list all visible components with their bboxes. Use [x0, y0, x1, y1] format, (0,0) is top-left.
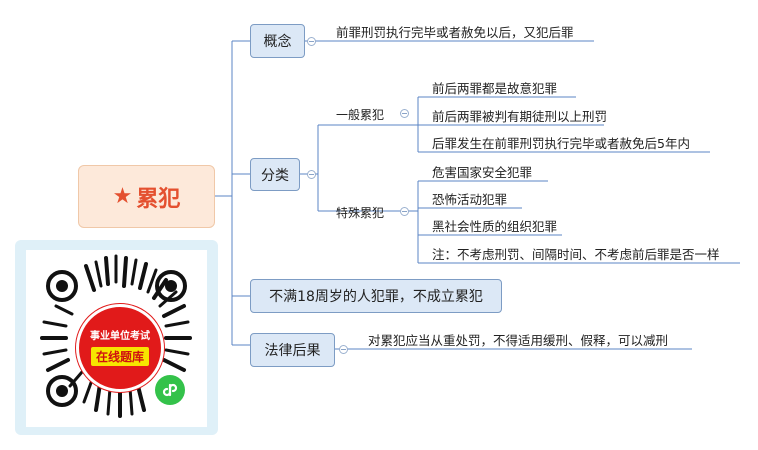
special-item-note: 注：不考虑刑罚、间隔时间、不考虑前后罪是否一样: [432, 247, 720, 262]
node-concept-label: 概念: [263, 34, 292, 50]
qr-bottom-text: 在线题库: [90, 346, 149, 366]
general-item-1: 前后两罪都是故意犯罪: [432, 81, 558, 96]
qr-center-badge: 事业单位考试 在线题库: [76, 304, 164, 392]
general-item-3: 后罪发生在前罪刑罚执行完毕或者赦免后5年内: [432, 136, 690, 151]
node-classification-label: 分类: [261, 167, 289, 184]
star-icon: ★: [112, 184, 133, 209]
consequence-text: 对累犯应当从重处罚，不得适用缓刑、假释，可以减刑: [368, 333, 669, 348]
special-item-3: 黑社会性质的组织犯罪: [432, 219, 558, 234]
collapse-toggle-icon[interactable]: [339, 345, 348, 354]
special-item-1: 危害国家安全犯罪: [432, 165, 533, 180]
node-consequence[interactable]: 法律后果: [250, 333, 335, 367]
general-item-2: 前后两罪被判有期徒刑以上刑罚: [432, 109, 608, 124]
node-minor[interactable]: 不满18周岁的人犯罪，不成立累犯: [250, 279, 502, 313]
mini-program-icon: [155, 375, 185, 405]
node-consequence-label: 法律后果: [264, 343, 321, 359]
general-recidivism-label: 一般累犯: [336, 108, 385, 122]
qr-top-text: 事业单位考试: [90, 330, 150, 342]
collapse-toggle-icon[interactable]: [307, 170, 316, 179]
collapse-toggle-icon[interactable]: [307, 37, 316, 46]
node-minor-label: 不满18周岁的人犯罪，不成立累犯: [269, 289, 483, 305]
node-concept[interactable]: 概念: [250, 24, 305, 58]
collapse-toggle-icon[interactable]: [400, 109, 409, 118]
special-recidivism-label: 特殊累犯: [336, 206, 385, 220]
node-classification[interactable]: 分类: [250, 158, 300, 191]
root-node[interactable]: ★ 累犯: [78, 165, 215, 228]
root-title: 累犯: [136, 186, 181, 212]
collapse-toggle-icon[interactable]: [400, 207, 409, 216]
special-item-2: 恐怖活动犯罪: [432, 192, 508, 207]
qr-pattern: [40, 254, 192, 418]
concept-text: 前罪刑罚执行完毕或者赦免以后，又犯后罪: [336, 25, 574, 40]
